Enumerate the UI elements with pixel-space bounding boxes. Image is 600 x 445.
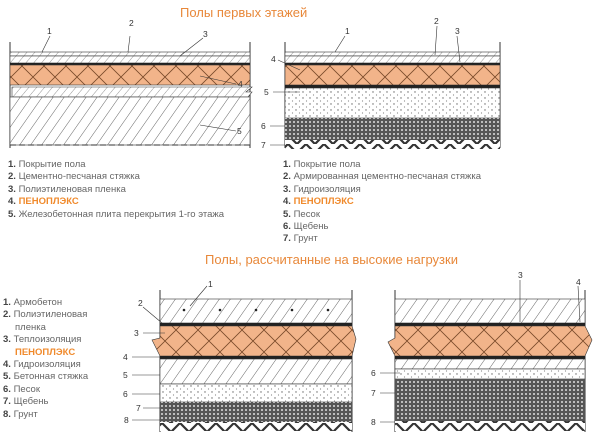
legend-text: Полиэтиленовая (13, 309, 88, 321)
diagram-b: 1 2 3 4 5 6 7 (261, 16, 501, 150)
legend-item: 5. Бетонная стяжка (3, 371, 88, 383)
legend-item: 8. Грунт (3, 409, 88, 421)
legend-item: 5. Железобетонная плита перекрытия 1-го … (8, 209, 224, 221)
legend-number: 5. (8, 208, 16, 220)
legend-number: 4. (8, 196, 16, 208)
legend-item: 1. Покрытие пола (8, 159, 224, 171)
callout-label: 4 (238, 79, 243, 89)
legend-number: 1. (3, 297, 11, 308)
legend-item: 4. ПЕНОПЛЭКС (8, 196, 224, 208)
legend-text: Грунт (13, 408, 38, 420)
section-title-high-load-floors: Полы, рассчитанные на высокие нагрузки (205, 252, 458, 267)
callout-label: 8 (124, 415, 129, 425)
callout-label: 1 (47, 26, 52, 36)
legend-number: 6. (283, 221, 291, 233)
legend-item: пленка (3, 322, 88, 334)
legend-number: 1. (8, 159, 16, 170)
legend-text: Покрытие пола (293, 159, 361, 170)
legend-number: 4. (3, 359, 11, 371)
legend-text: Покрытие пола (18, 159, 86, 170)
legend-number: 2. (8, 171, 16, 183)
diagram-d: 3 4 6 7 8 (371, 270, 593, 432)
callout-label: 7 (371, 388, 376, 398)
brand-name: ПЕНОПЛЭКС (18, 196, 79, 208)
legend-item: 6. Щебень (283, 221, 481, 233)
legend-item: 6. Песок (3, 384, 88, 396)
legend-item: 2. Цементно-песчаная стяжка (8, 171, 224, 183)
legend-item: 2. Армированная цементно-песчаная стяжка (283, 171, 481, 183)
legend-text: Песок (13, 383, 40, 395)
legend-item: 3. Гидроизоляция (283, 184, 481, 196)
callout-label: 5 (264, 87, 269, 97)
legend-text: Бетонная стяжка (13, 371, 89, 383)
legend-number: 5. (283, 208, 291, 220)
legend-item: 2. Полиэтиленовая (3, 309, 88, 321)
callout-label: 3 (455, 26, 460, 36)
callout-label: 5 (123, 370, 128, 380)
legend-text: Теплоизоляция (13, 334, 82, 346)
diagram-a: 1 2 3 4 5 (9, 18, 253, 148)
legend-item: 3. Теплоизоляция (3, 334, 88, 346)
legend-text: Щебень (293, 221, 329, 233)
brand-name: ПЕНОПЛЭКС (293, 196, 354, 208)
legend-number: 2. (283, 171, 291, 183)
legend-text: Гидроизоляция (13, 359, 81, 371)
legend-text: Армобетон (13, 297, 63, 308)
legend-number: 3. (8, 183, 16, 195)
callout-label: 2 (138, 298, 143, 308)
legend-number: 3. (283, 183, 291, 195)
legend-text: Железобетонная плита перекрытия 1-го эта… (18, 208, 225, 220)
legend-number: 3. (3, 334, 11, 346)
legend-item: 7. Грунт (283, 233, 481, 245)
callout-label: 5 (237, 126, 242, 136)
callout-label: 3 (518, 270, 523, 280)
callout-label: 1 (345, 26, 350, 36)
callout-label: 7 (261, 140, 266, 150)
legend-item: 4. Гидроизоляция (3, 359, 88, 371)
legend-item: 5. Песок (283, 209, 481, 221)
legend-item: 1. Покрытие пола (283, 159, 481, 171)
callout-label: 7 (136, 403, 141, 413)
section-title-first-floors: Полы первых этажей (180, 5, 308, 20)
legend-text: пленка (15, 321, 46, 333)
callout-label: 1 (208, 279, 213, 289)
legend-text: Гидроизоляция (293, 183, 361, 195)
legend-number: 6. (3, 383, 11, 395)
legend-number: 4. (283, 196, 291, 208)
legend-number: 2. (3, 309, 11, 321)
legend-text: Грунт (293, 233, 318, 245)
legend-text: Песок (293, 208, 320, 220)
brand-name: ПЕНОПЛЭКС (15, 346, 76, 358)
callout-label: 6 (261, 121, 266, 131)
callout-label: 3 (134, 328, 139, 338)
legend-text: Армированная цементно-песчаная стяжка (293, 171, 481, 183)
callout-label: 4 (271, 54, 276, 64)
callout-label: 2 (129, 18, 134, 28)
legend-number: 8. (3, 408, 11, 420)
legend-number: 5. (3, 371, 11, 383)
legend-item: 3. Полиэтиленовая пленка (8, 184, 224, 196)
legend-text: Цементно-песчаная стяжка (18, 171, 140, 183)
callout-label: 4 (576, 277, 581, 287)
callout-label: 2 (434, 16, 439, 26)
legend-number: 7. (283, 233, 291, 245)
callout-label: 4 (123, 352, 128, 362)
legend-text: Щебень (13, 396, 49, 408)
callout-label: 6 (371, 368, 376, 378)
legend-text: Полиэтиленовая пленка (18, 183, 126, 195)
legend-number: 1. (283, 159, 291, 170)
diagram-c: 1 2 3 4 5 6 7 8 (123, 279, 357, 432)
callout-label: 3 (203, 29, 208, 39)
legend-item: 7. Щебень (3, 396, 88, 408)
callout-label: 6 (123, 389, 128, 399)
callout-label: 8 (371, 417, 376, 427)
legend-item: 4. ПЕНОПЛЭКС (283, 196, 481, 208)
legend-number: 7. (3, 396, 11, 408)
legend-item: 1. Армобетон (3, 297, 88, 309)
legend-item: ПЕНОПЛЭКС (3, 347, 88, 359)
